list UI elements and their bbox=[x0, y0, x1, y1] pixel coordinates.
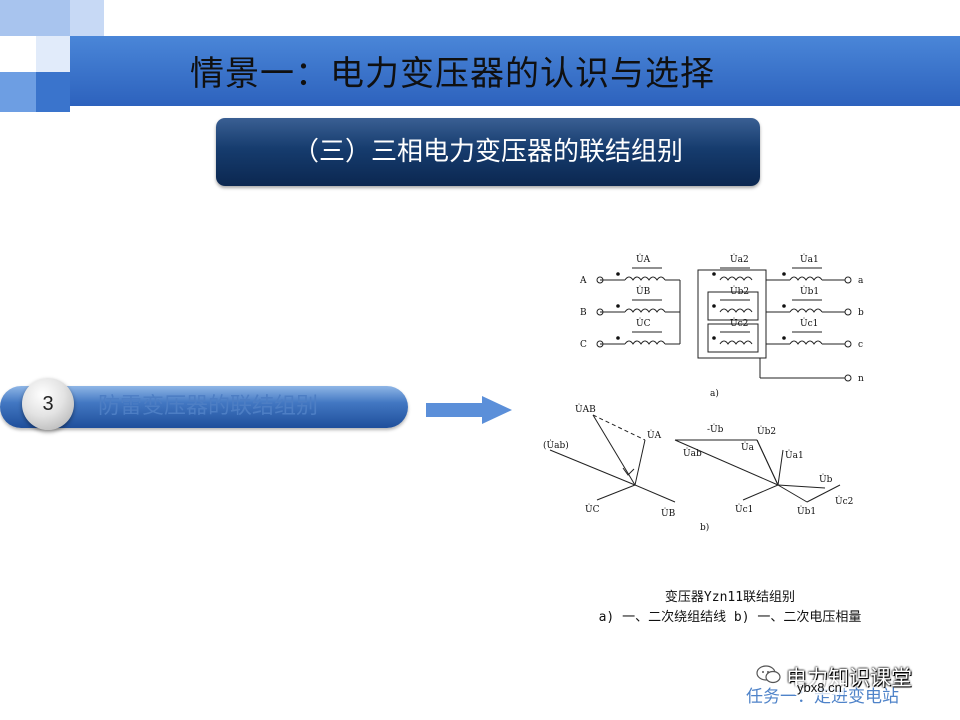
right-arrow-icon bbox=[426, 396, 512, 424]
footer-task-text: 任务一：走进变电站 bbox=[746, 687, 899, 707]
terminal-label: a bbox=[858, 276, 864, 286]
figure-caption-body: a) 一、二次绕组结线 b) 一、二次电压相量 bbox=[598, 610, 862, 625]
terminal-label: B bbox=[580, 308, 587, 318]
decor-square bbox=[0, 0, 70, 36]
wechat-icon bbox=[756, 665, 781, 684]
voltage-label: U̇A bbox=[636, 253, 651, 265]
section-number: 3 bbox=[42, 393, 54, 415]
voltage-label: U̇B bbox=[636, 285, 651, 297]
voltage-label: U̇b1 bbox=[800, 285, 819, 297]
terminal-label: A bbox=[579, 276, 587, 286]
phasor-label: U̇c2 bbox=[835, 495, 853, 507]
section-number-badge bbox=[22, 378, 74, 430]
phasor-label: -U̇b bbox=[707, 423, 724, 435]
phasor-label: U̇b1 bbox=[797, 505, 816, 517]
subtitle-text: （三）三相电力变压器的联结组别 bbox=[292, 137, 683, 167]
phasor-label: U̇B bbox=[661, 507, 676, 519]
decor-square bbox=[36, 36, 70, 72]
phasor-label: U̇C bbox=[585, 503, 600, 515]
voltage-label: U̇c1 bbox=[800, 317, 818, 329]
voltage-label: U̇b2 bbox=[730, 285, 749, 297]
panel-label: b) bbox=[700, 522, 709, 533]
phasor-label: U̇a bbox=[741, 441, 755, 453]
decor-square bbox=[36, 72, 70, 112]
phasor-label: U̇b bbox=[819, 473, 833, 485]
title-bar bbox=[70, 36, 960, 106]
phasor-label: (U̇ab) bbox=[543, 439, 569, 451]
phasor-label: U̇ab bbox=[683, 447, 702, 459]
voltage-label: U̇C bbox=[636, 317, 651, 329]
page-title: 情景一：电力变压器的认识与选择 bbox=[190, 54, 715, 94]
figure-caption-title: 变压器Yzn11联结组别 bbox=[664, 590, 796, 605]
terminal-label: b bbox=[858, 308, 864, 318]
terminal-label: n bbox=[858, 374, 864, 384]
voltage-label: U̇c2 bbox=[730, 317, 748, 329]
watermark-site: ybx8.cn bbox=[795, 680, 844, 695]
panel-label: a) bbox=[710, 388, 719, 399]
subtitle-box: （三）三相电力变压器的联结组别 bbox=[216, 118, 760, 186]
section-label: 防雷变压器的联结组别 bbox=[98, 394, 319, 419]
voltage-label: U̇a2 bbox=[730, 253, 749, 265]
phasor-label: U̇AB bbox=[575, 403, 596, 415]
terminal-label: C bbox=[580, 340, 587, 350]
wiring-diagram: A B C a b c n U̇A U̇B U̇C U̇a2 U̇b2 U̇c2… bbox=[579, 253, 864, 399]
decor-square bbox=[70, 0, 104, 36]
phasor-label: U̇a1 bbox=[785, 449, 804, 461]
phasor-diagram: U̇AB U̇A (U̇ab) U̇C U̇B -U̇b U̇b2 U̇ab U… bbox=[543, 403, 853, 533]
phasor-label: U̇A bbox=[647, 429, 662, 441]
voltage-label: U̇a1 bbox=[800, 253, 819, 265]
terminal-label: c bbox=[858, 340, 863, 350]
phasor-label: U̇c1 bbox=[735, 503, 753, 515]
phasor-label: U̇b2 bbox=[757, 425, 776, 437]
decor-square bbox=[0, 72, 36, 112]
